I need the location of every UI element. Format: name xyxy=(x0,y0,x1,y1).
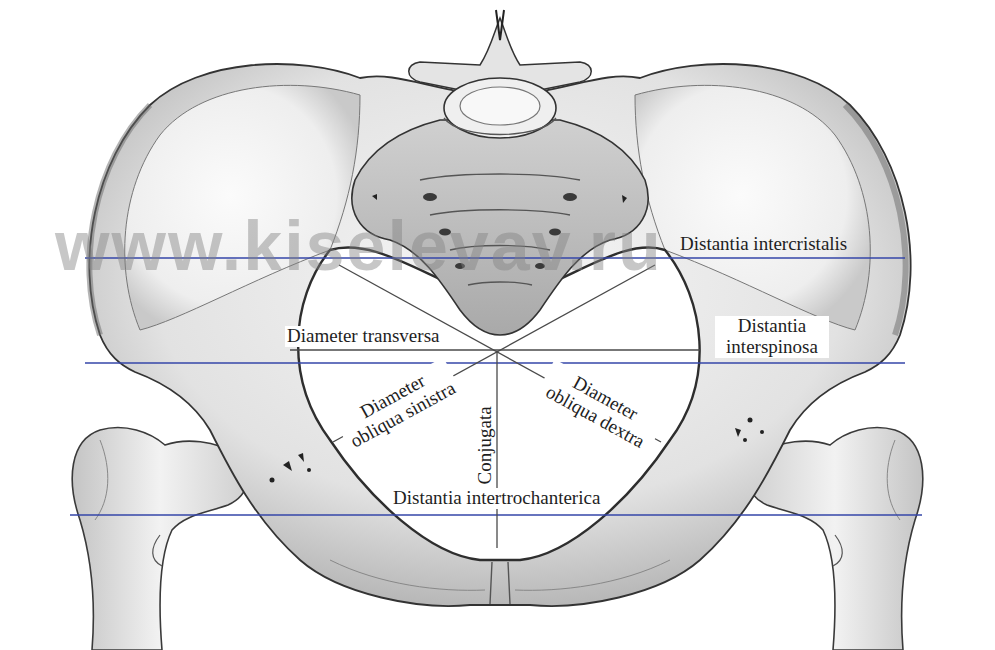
conjugate-line xyxy=(496,352,497,548)
diameter-label: Diameter obliqua dextra xyxy=(535,359,666,456)
distance-label: Distantia intercristalis xyxy=(680,234,847,255)
interspinous-line xyxy=(85,362,905,364)
distance-label: Distantia interspinosa xyxy=(715,316,829,358)
watermark: www.kiselevav.ru xyxy=(55,208,663,285)
lesser-trochanter xyxy=(153,535,162,566)
vertebral-disc xyxy=(460,87,540,125)
femur-left xyxy=(72,428,248,650)
trochanter-shading xyxy=(887,440,900,520)
intertrochanteric-line xyxy=(70,514,922,516)
pubic-ramus xyxy=(330,560,670,590)
lesser-trochanter xyxy=(833,535,842,566)
trochanter-shading xyxy=(95,440,108,520)
distance-label: Distantia intertrochanterica xyxy=(391,488,602,509)
spinous-process xyxy=(496,10,504,40)
pubic-symphysis xyxy=(490,562,510,604)
vertebral-body-edge xyxy=(444,118,556,135)
vertebral-body xyxy=(444,78,556,138)
measurement-lines xyxy=(70,258,922,548)
diameter-label: Diameter transversa xyxy=(285,326,441,347)
femur xyxy=(72,428,248,650)
iliac-crest xyxy=(845,105,906,335)
pelvis-outline xyxy=(89,64,910,606)
conjugate-label: Conjugata xyxy=(475,406,496,484)
diameter-label: Diameter obliqua sinistra xyxy=(333,357,464,454)
